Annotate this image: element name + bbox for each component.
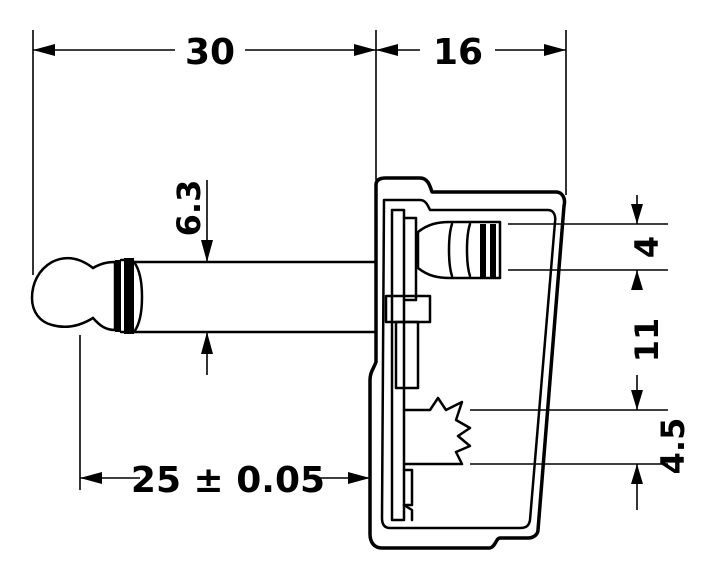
dim-label-middle-gap: 11 bbox=[628, 318, 666, 363]
top-dimension-lines bbox=[32, 30, 567, 275]
insulator-rings bbox=[115, 258, 134, 334]
plug-tip bbox=[30, 256, 117, 332]
dim-label-bottom-tab: 4.5 bbox=[654, 418, 692, 475]
dim-label-insertion-length: 25 ± 0.05 bbox=[131, 460, 325, 501]
right-dimension-lines bbox=[470, 195, 668, 510]
dim-label-sleeve-diameter: 6.3 bbox=[170, 180, 208, 237]
dim-label-top-tab: 4 bbox=[628, 236, 666, 258]
plug-housing bbox=[368, 176, 567, 550]
dim-label-housing-length: 16 bbox=[433, 32, 483, 73]
insertion-length-dimension bbox=[79, 335, 371, 490]
dim-label-overall-length: 30 bbox=[185, 32, 235, 73]
sleeve-diameter-dimension bbox=[201, 180, 213, 375]
plug-sleeve bbox=[132, 260, 378, 334]
